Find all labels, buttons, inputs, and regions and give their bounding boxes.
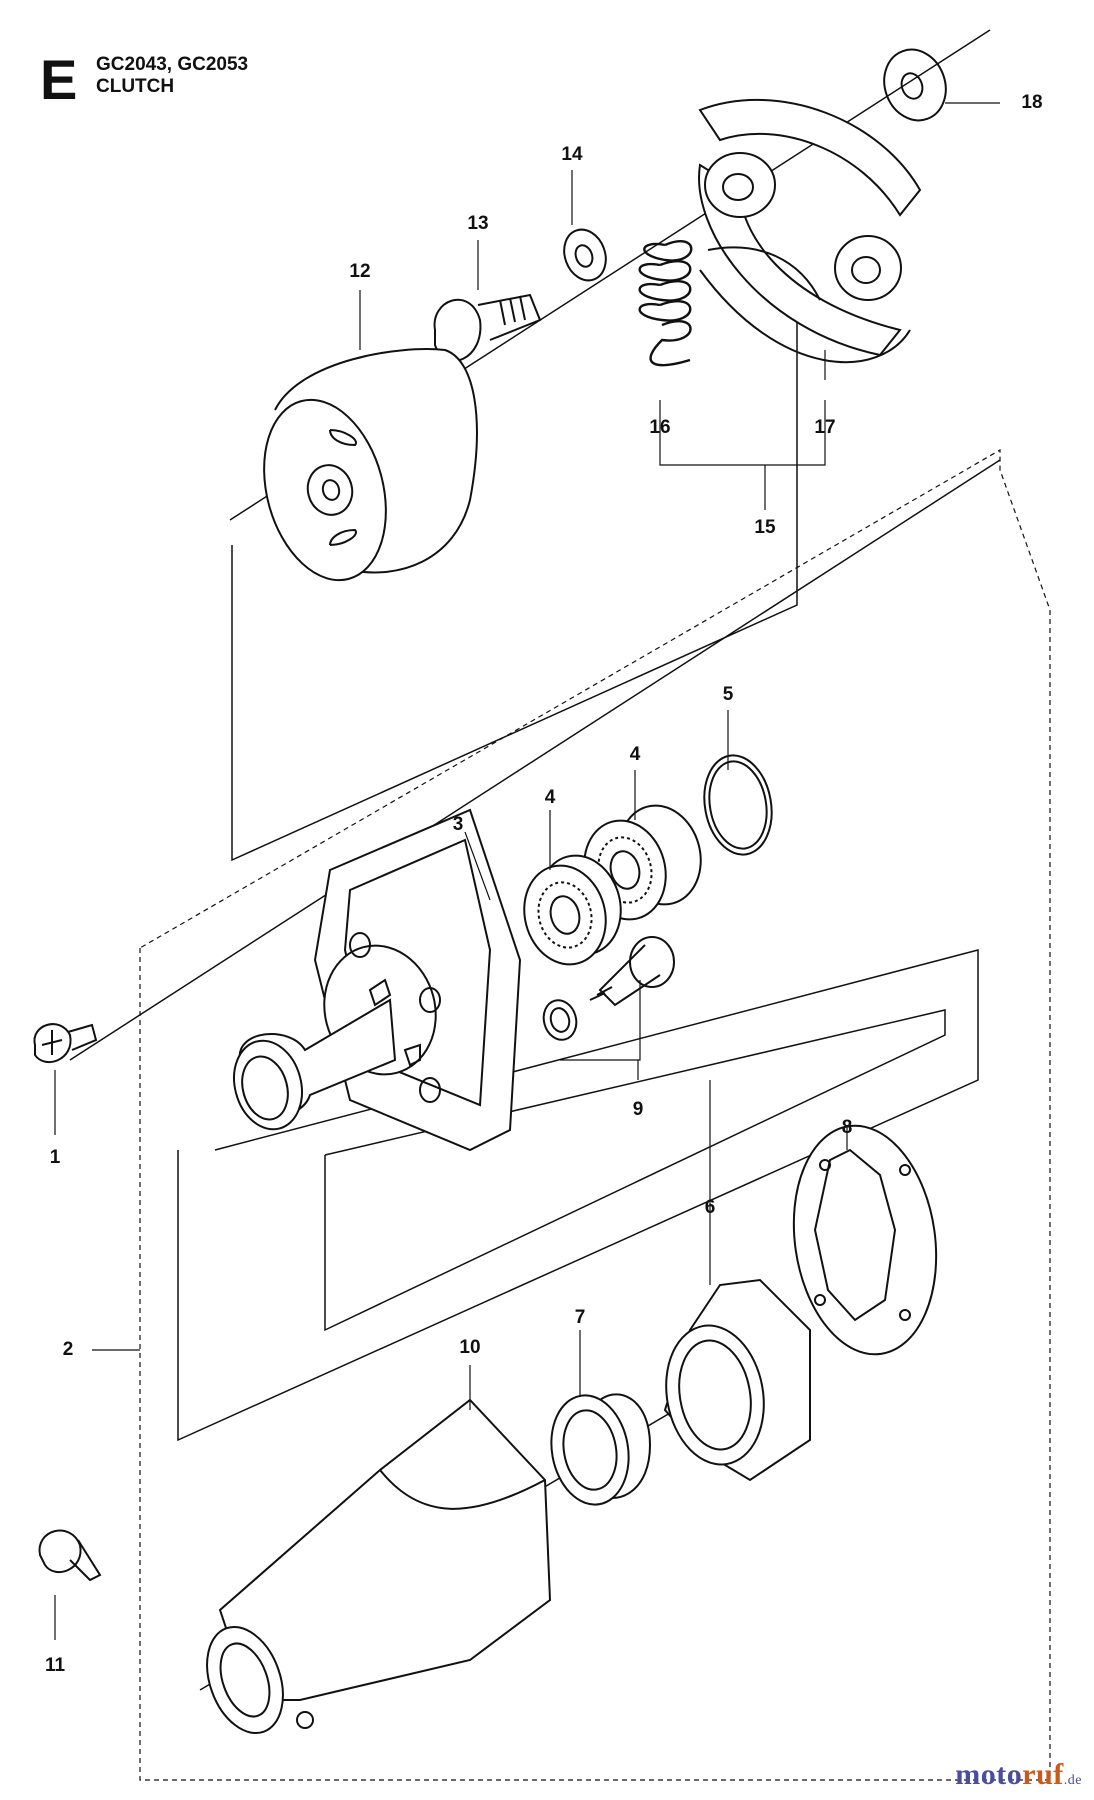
callout-8: 8 [841,1117,853,1138]
shaft-housing-10 [206,1398,552,1735]
callout-1: 1 [49,1147,61,1168]
leader-lines [54,102,1000,1640]
screw-1 [33,1023,98,1064]
washer-14 [563,228,607,282]
spring-16 [638,240,693,367]
watermark-part1: moto [955,1758,1023,1791]
callout-13: 13 [467,213,489,234]
screw-11 [38,1529,102,1582]
callout-14: 14 [561,144,583,165]
callout-10: 10 [459,1337,481,1358]
clutch-shoes-17 [698,98,922,364]
watermark-part3: .de [1063,1773,1082,1788]
callout-16: 16 [649,417,671,438]
assembly-boundary-dashed [139,448,1051,1781]
callout-9: 9 [632,1099,644,1120]
frame-box-lower-inner [324,1009,946,1332]
callout-18: 18 [1021,92,1043,113]
diagram-header: GC2043, GC2053 CLUTCH [96,54,248,98]
callout-4b: 4 [629,744,641,765]
callout-2: 2 [62,1339,74,1360]
callout-4a: 4 [544,787,556,808]
callout-5: 5 [722,684,734,705]
bearing-4-left [523,854,622,966]
washer-9 [542,999,578,1041]
callout-12: 12 [349,261,371,282]
watermark-part2: ruf [1022,1758,1064,1791]
washer-18 [883,48,947,122]
diagram-title: CLUTCH [96,76,175,97]
clutch-drum-12 [263,348,478,582]
flange-6 [663,1278,811,1482]
sleeve-7 [550,1393,652,1506]
watermark-logo: motoruf.de [955,1758,1082,1792]
frame-box-lower-outer [177,949,979,1442]
callout-17: 17 [814,417,836,438]
axis-line-middle [69,459,1001,1061]
plate-8 [792,1124,938,1356]
callout-15: 15 [754,517,776,538]
callout-7: 7 [574,1307,586,1328]
circlip-5 [703,754,773,856]
clutch-housing-3 [233,808,522,1152]
callout-3: 3 [452,814,464,835]
bolt-9 [589,936,675,1007]
bolt-13 [433,293,542,362]
section-letter: E [40,48,78,111]
callout-6: 6 [704,1197,716,1218]
callout-11: 11 [44,1655,66,1676]
model-numbers: GC2043, GC2053 [96,54,249,75]
frame-box-upper [231,295,798,862]
